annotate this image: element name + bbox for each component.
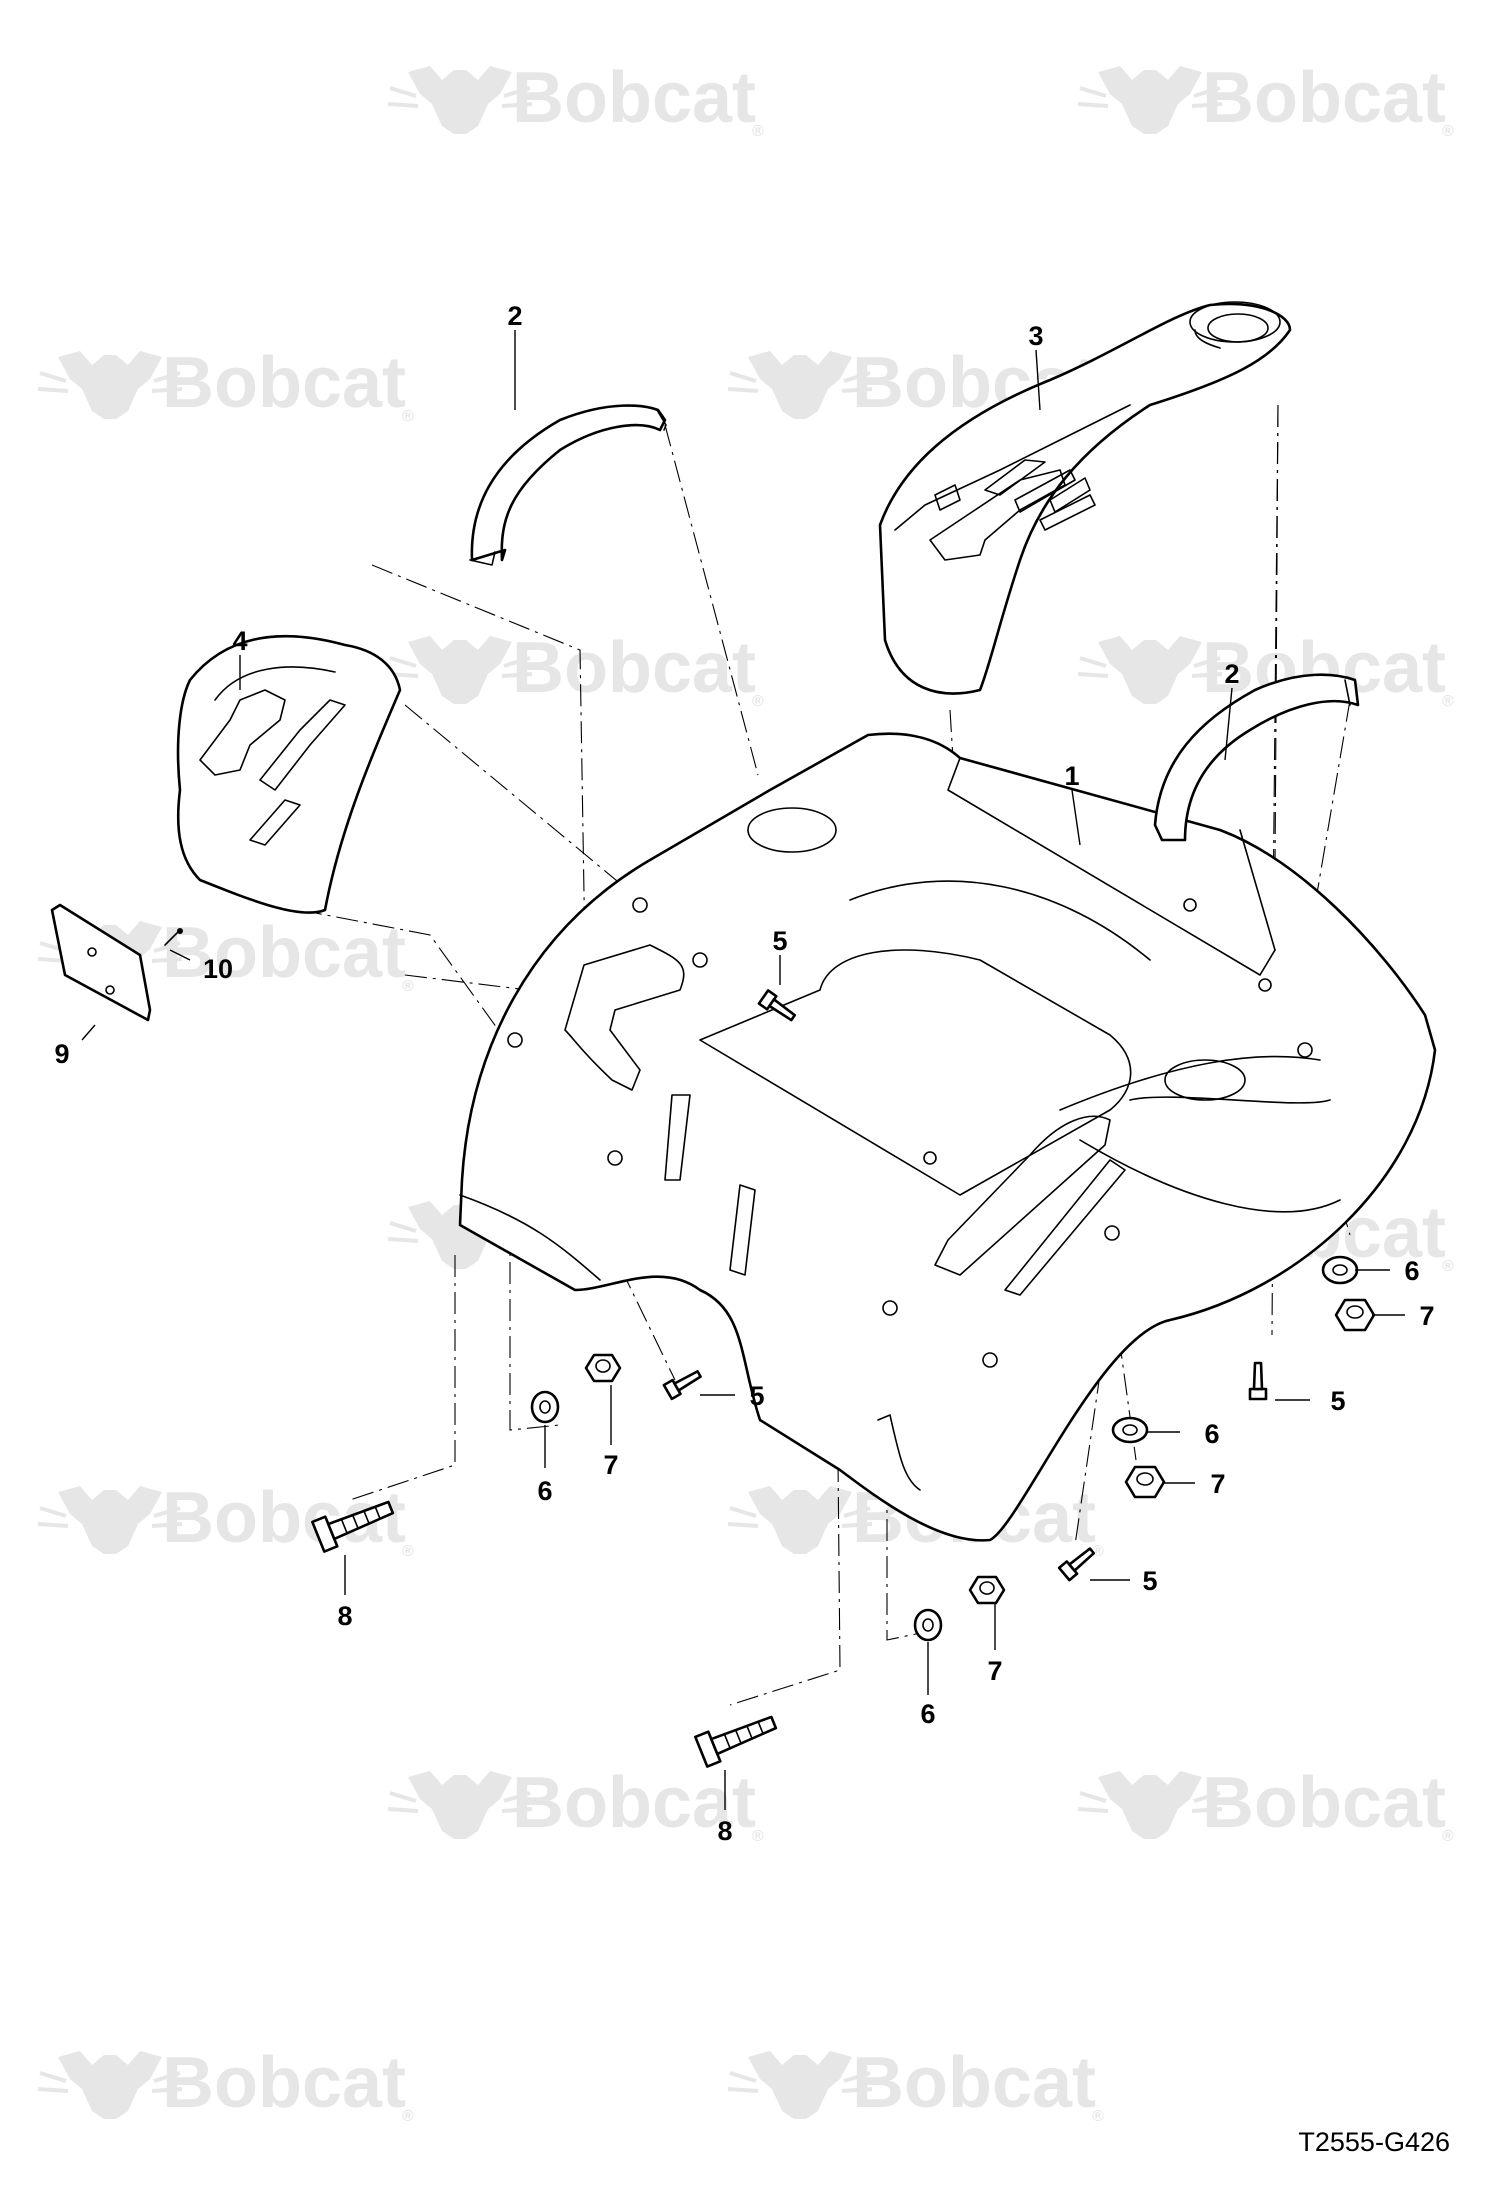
callout-7: 7 xyxy=(603,1450,618,1480)
washer-part-6 xyxy=(1321,1255,1359,1285)
drawing-reference-number: T2555-G426 xyxy=(1298,2127,1450,2157)
svg-text:Bobcat: Bobcat xyxy=(512,58,756,138)
bobcat-watermark: Bobcat® xyxy=(36,2043,414,2125)
mounting-hole xyxy=(923,1151,937,1165)
svg-text:®: ® xyxy=(402,978,414,995)
callouts: 1 2 2 3 4 5 5 5 5 6 6 6 6 7 7 7 7 8 8 9 … xyxy=(54,301,1434,1846)
nut-part-7 xyxy=(584,1353,622,1383)
screw-part-5 xyxy=(1057,1547,1096,1582)
grab-handle-part-2-left xyxy=(469,404,667,566)
svg-text:Bobcat: Bobcat xyxy=(162,343,406,423)
mounting-hole xyxy=(692,952,708,968)
mounting-hole xyxy=(882,1300,898,1316)
svg-text:®: ® xyxy=(402,1543,414,1560)
bobcat-watermark: Bobcat® xyxy=(36,343,414,425)
cupholder-recess xyxy=(1164,1059,1246,1101)
callout-3: 3 xyxy=(1028,321,1043,351)
right-console-part-3 xyxy=(878,301,1292,695)
bobcat-watermark: Bobcat® xyxy=(386,1763,764,1845)
screw-part-5 xyxy=(1248,1361,1268,1401)
callout-8: 8 xyxy=(337,1601,352,1631)
nut-part-7 xyxy=(1334,1298,1376,1332)
mounting-hole xyxy=(632,897,648,913)
svg-text:®: ® xyxy=(752,693,764,710)
svg-text:Bobcat: Bobcat xyxy=(162,2043,406,2123)
svg-text:®: ® xyxy=(1092,1543,1104,1560)
svg-text:®: ® xyxy=(1442,123,1454,140)
bolt-part-8 xyxy=(694,1715,778,1768)
mounting-hole xyxy=(1297,1042,1313,1058)
callout-6: 6 xyxy=(537,1476,552,1506)
washer-part-6 xyxy=(913,1608,943,1642)
svg-text:Bobcat: Bobcat xyxy=(512,1763,756,1843)
callout-5: 5 xyxy=(1142,1566,1157,1596)
svg-text:®: ® xyxy=(1442,1828,1454,1845)
svg-text:®: ® xyxy=(402,2108,414,2125)
callout-7: 7 xyxy=(1210,1469,1225,1499)
cupholder-recess xyxy=(747,807,837,853)
grab-handle-part-2-right xyxy=(1153,673,1360,842)
callout-9: 9 xyxy=(54,1039,69,1069)
leader-lines xyxy=(81,330,1405,1810)
left-console-part-4 xyxy=(176,634,402,914)
callout-6: 6 xyxy=(920,1699,935,1729)
svg-text:Bobcat: Bobcat xyxy=(1202,1763,1446,1843)
bobcat-watermark: Bobcat® xyxy=(386,58,764,140)
callout-4: 4 xyxy=(232,626,247,656)
callout-2: 2 xyxy=(507,301,522,331)
fender-shell-part-1 xyxy=(458,732,1437,1542)
svg-text:®: ® xyxy=(1442,1258,1454,1275)
svg-text:®: ® xyxy=(1092,2108,1104,2125)
mounting-hole xyxy=(1183,898,1197,912)
callout-1: 1 xyxy=(1064,761,1079,791)
cover-plate-part-9 xyxy=(50,903,152,1022)
callout-2: 2 xyxy=(1224,659,1239,689)
washer-part-6 xyxy=(530,1390,560,1424)
callout-6: 6 xyxy=(1204,1419,1219,1449)
mounting-hole xyxy=(982,1352,998,1368)
svg-text:®: ® xyxy=(752,123,764,140)
small-screw-part-10 xyxy=(164,928,183,946)
mounting-hole xyxy=(607,1150,623,1166)
svg-text:Bobcat: Bobcat xyxy=(852,2043,1096,2123)
callout-6: 6 xyxy=(1404,1256,1419,1286)
callout-5: 5 xyxy=(1330,1386,1345,1416)
svg-text:®: ® xyxy=(752,1828,764,1845)
callout-8: 8 xyxy=(717,1816,732,1846)
svg-text:Bobcat: Bobcat xyxy=(1202,58,1446,138)
callout-5: 5 xyxy=(772,926,787,956)
mounting-hole xyxy=(507,1032,523,1048)
bolt-part-8 xyxy=(311,1500,395,1553)
bobcat-watermark: Bobcat® xyxy=(36,913,414,995)
svg-text:®: ® xyxy=(402,408,414,425)
bobcat-watermark: Bobcat® xyxy=(1076,58,1454,140)
bobcat-watermark: Bobcat® xyxy=(1076,1763,1454,1845)
nut-part-7 xyxy=(1124,1465,1166,1499)
svg-text:Bobcat: Bobcat xyxy=(512,628,756,708)
washer-part-6 xyxy=(1111,1416,1149,1444)
callout-7: 7 xyxy=(987,1656,1002,1686)
mounting-hole xyxy=(1104,1225,1120,1241)
screw-part-5 xyxy=(757,989,797,1022)
nut-part-7 xyxy=(968,1575,1006,1605)
callout-5: 5 xyxy=(749,1381,764,1411)
bobcat-watermark: Bobcat® xyxy=(386,628,764,710)
svg-text:®: ® xyxy=(1442,693,1454,710)
bobcat-watermark: Bobcat® xyxy=(726,2043,1104,2125)
callout-7: 7 xyxy=(1419,1301,1434,1331)
svg-text:Bobcat: Bobcat xyxy=(162,913,406,993)
callout-10: 10 xyxy=(203,954,233,984)
mounting-hole xyxy=(1258,978,1272,992)
screw-part-5 xyxy=(662,1370,702,1401)
